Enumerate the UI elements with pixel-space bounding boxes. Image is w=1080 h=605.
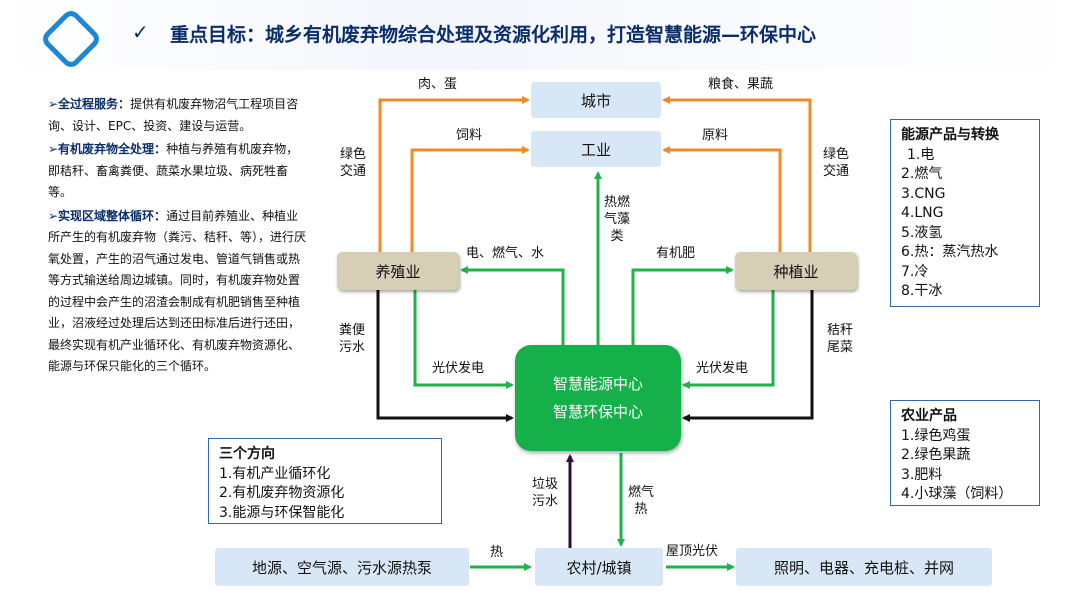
label-pv-left: 光伏发电 [432,361,485,376]
directions-box-item: 2.有机废弃物资源化 [219,485,345,501]
sidebar-item-heading: ➢实现区域整体循环： [48,208,167,223]
arrow-center-to-planting [631,266,734,345]
arrow-breeding-manure-to-center [376,290,514,422]
sidebar-item-heading: ➢有机废弃物全处理： [48,142,167,156]
energy-box-item: 1.电 [907,146,935,163]
center-line-energy: 智慧能源中心 [552,375,643,393]
page-title: 重点目标：城乡有机废弃物综合处理及资源化利用，打造智慧能源—环保中心 [170,24,817,46]
arrow-planting-pv-to-center [682,290,775,389]
label-manure: 粪便污水 [338,323,365,355]
label-straw: 秸秆尾菜 [826,323,853,355]
sidebar-description: ➢全过程服务：提供有机废弃物沼气工程项目咨询、设计、EPC、投资、建设与运营。 … [48,94,310,380]
energy-box-item: 5.液氢 [901,224,943,241]
label-meat-egg: 肉、蛋 [418,77,458,92]
sidebar-item: ➢实现区域整体循环：通过目前养殖业、种植业所产生的有机废弃物（粪污、秸秆、等），… [48,206,310,378]
energy-box-item: 6.热：蒸汽热水 [901,244,999,260]
agri-box-item: 3.肥料 [901,466,943,483]
node-city: 城市 [531,82,661,118]
energy-box-item: 8.干冰 [901,283,943,299]
node-outputs: 照明、电器、充电桩、并网 [736,548,992,586]
arrow-breeding-to-city [378,96,530,253]
arrow-breeding-to-industry [410,146,530,253]
directions-box-title: 三个方向 [219,446,275,462]
node-smart-center: 智慧能源中心 智慧环保中心 [515,345,681,451]
energy-box-item: 3.CNG [901,185,946,202]
arrow-center-to-breeding [460,266,565,345]
energy-box-item: 2.燃气 [901,166,943,182]
arrow-planting-straw-to-center [682,290,814,422]
sidebar-item-text: 通过目前养殖业、种植业所产生的有机废弃物（粪污、秸秆、等），进行厌氧处置，产生的… [48,208,307,374]
label-organic-fertilizer: 有机肥 [656,246,696,261]
agri-products-box: 农业产品 1.绿色鸡蛋 2.绿色果蔬 3.肥料 4.小球藻（饲料） [890,400,1040,506]
sidebar-item-text: 提供有机废弃物沼气工程项目咨询、设计、EPC、投资、建设与运营。 [48,97,299,133]
node-heat-sources: 地源、空气源、污水源热泵 [215,548,469,586]
label-gas-heat: 燃气热 [627,485,654,517]
header-band [0,0,1080,70]
label-rooftop-pv: 屋顶光伏 [666,544,719,559]
label-elec-gas-water: 电、燃气、水 [466,246,545,261]
node-planting: 种植业 [735,252,857,290]
energy-products-box: 能源产品与转换 1.电 2.燃气 3.CNG 4.LNG 5.液氢 6.热：蒸汽… [890,119,1040,307]
agri-box-item: 1.绿色鸡蛋 [901,427,971,444]
label-green-transport-left: 绿色交通 [339,147,366,179]
arrow-planting-to-industry [662,146,782,253]
label-pv-right: 光伏发电 [696,361,749,376]
label-raw-material: 原料 [702,128,729,143]
label-heat-gas-algae: 热燃气藻类 [603,195,630,244]
agri-box-title: 农业产品 [901,408,957,424]
agri-box-item: 2.绿色果蔬 [901,447,971,463]
sidebar-item: ➢全过程服务：提供有机废弃物沼气工程项目咨询、设计、EPC、投资、建设与运营。 [48,94,310,137]
sidebar-item: ➢有机废弃物全处理：种植与养殖有机废弃物，即秸秆、畜禽粪便、蔬菜水果垃圾、病死牲… [48,139,310,204]
center-line-environment: 智慧环保中心 [552,403,643,421]
label-green-transport-right: 绿色交通 [822,147,849,179]
label-feed: 饲料 [456,128,483,143]
sidebar-item-text: 种植与养殖有机废弃物，即秸秆、畜禽粪便、蔬菜水果垃圾、病死牲畜等。 [48,142,299,199]
arrow-breeding-pv-to-center [413,290,514,389]
logo-diamond-icon [43,11,99,67]
check-icon: ✓ [132,20,149,44]
sidebar-item-heading: ➢全过程服务： [48,97,131,111]
node-breeding: 养殖业 [337,252,459,290]
three-directions-box: 三个方向 1.有机产业循环化 2.有机废弃物资源化 3.能源与环保智能化 [208,438,442,524]
node-industry: 工业 [531,131,661,167]
directions-box-item: 1.有机产业循环化 [219,465,331,482]
energy-box-title: 能源产品与转换 [901,127,999,143]
label-heat: 热 [490,545,504,560]
label-grain-fruit: 粮食、果蔬 [708,77,774,92]
label-garbage: 垃圾污水 [531,477,558,509]
agri-box-item: 4.小球藻（饲料） [901,486,1013,502]
energy-box-item: 4.LNG [901,205,944,221]
directions-box-item: 3.能源与环保智能化 [219,504,345,521]
node-village: 农村/城镇 [535,548,663,586]
arrow-planting-to-city [662,96,812,253]
energy-box-item: 7.冷 [901,263,929,280]
